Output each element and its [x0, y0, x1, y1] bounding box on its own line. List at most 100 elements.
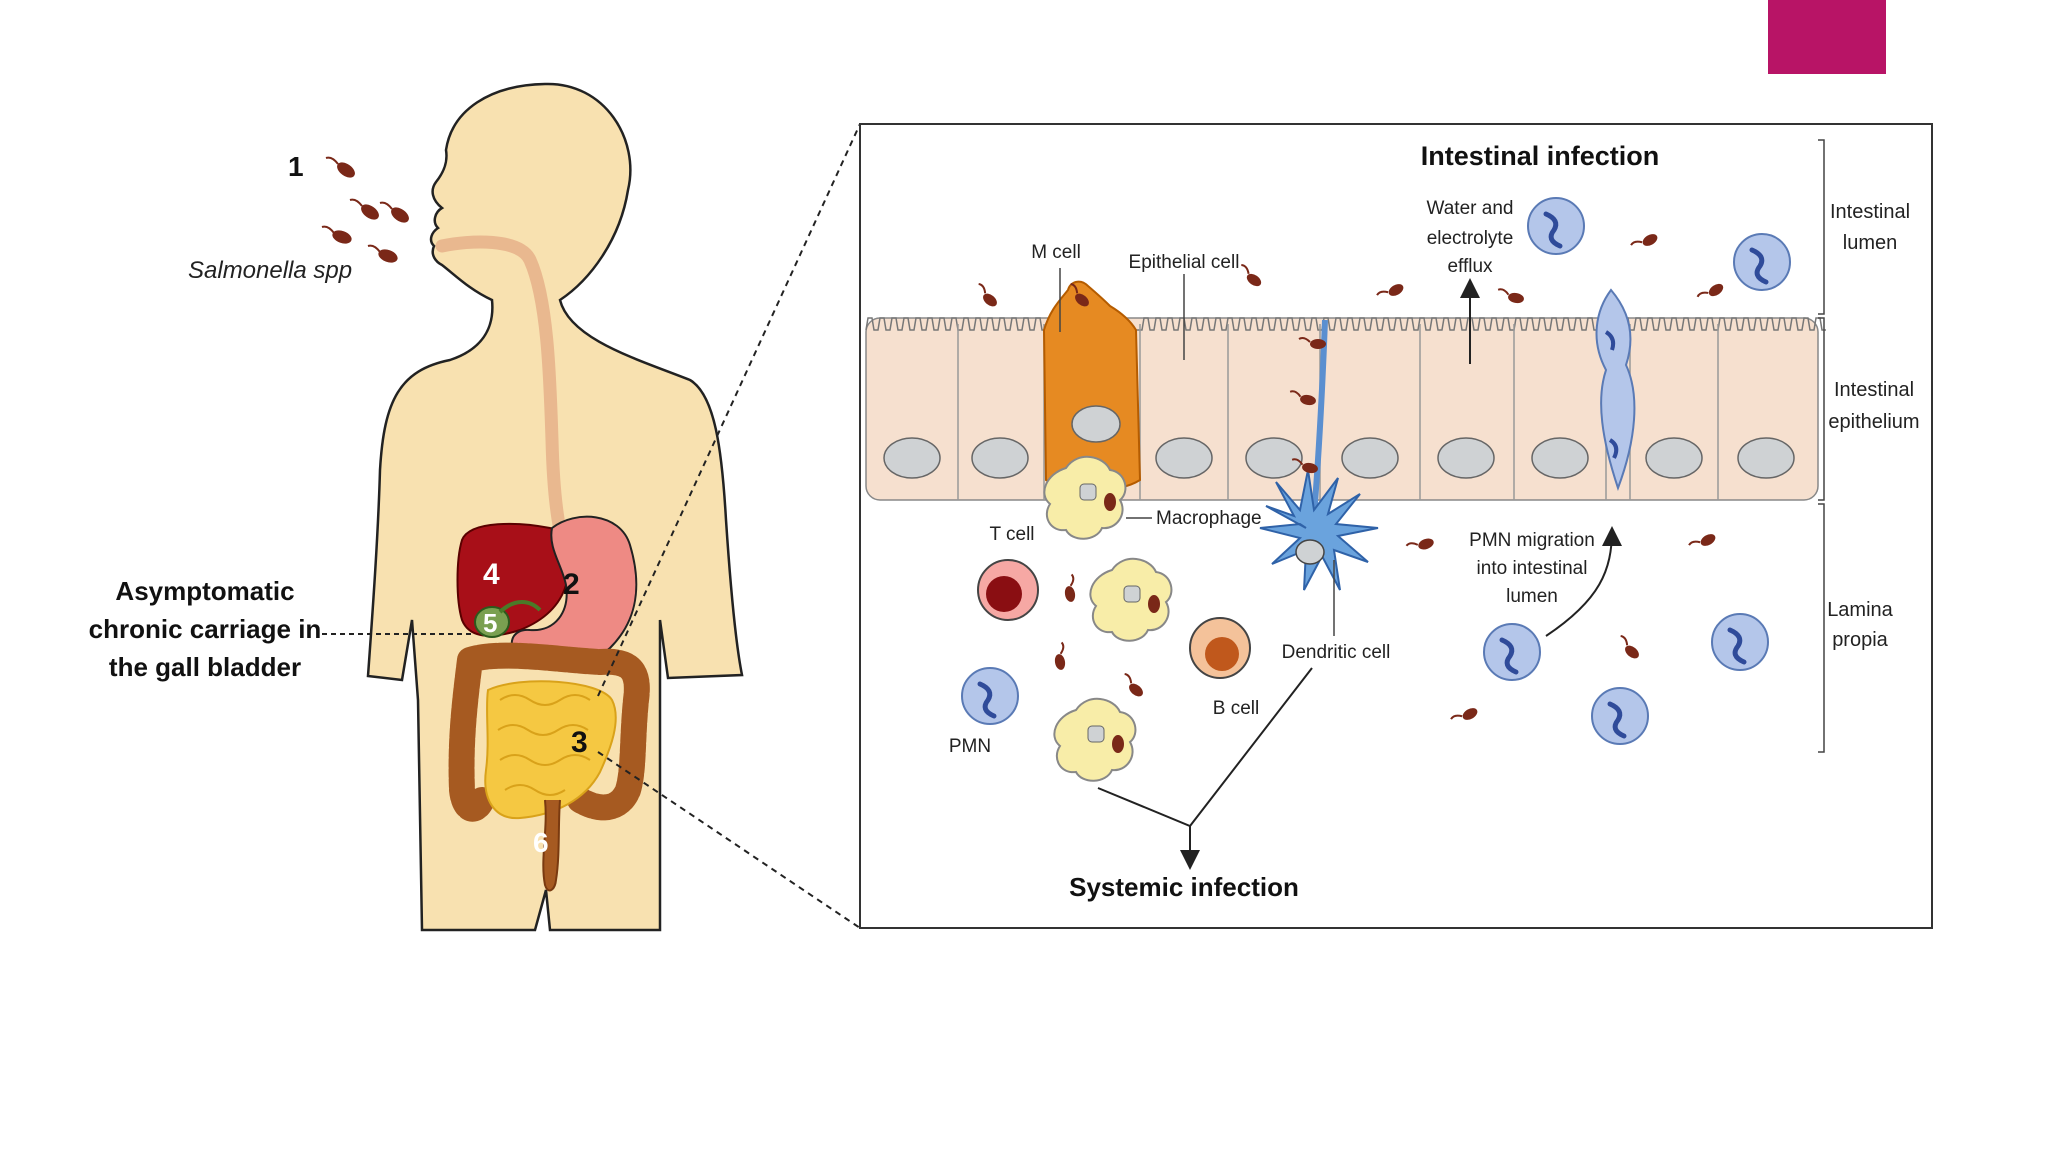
epithelial-nucleus — [883, 437, 941, 479]
epithelial-nucleus — [1531, 437, 1589, 479]
migrating-pmn — [1595, 288, 1636, 491]
salmonella-bacterium — [1450, 708, 1478, 720]
salmonella-bacterium — [379, 201, 409, 223]
layer-label-propia: Lamina — [1827, 599, 1893, 621]
bacterium-body — [1129, 683, 1143, 697]
layer-label-epithelium: epithelium — [1828, 411, 1919, 433]
salmonella-bacterium — [1070, 282, 1089, 307]
bacterium-flagellum — [978, 282, 987, 294]
organ-number-rectum: 6 — [533, 827, 549, 858]
microvilli-border — [865, 317, 1826, 331]
bacterium-flagellum — [1289, 390, 1302, 398]
zoom-line-top — [597, 123, 861, 697]
step-number-1: 1 — [288, 151, 304, 182]
salmonella-bacterium — [1054, 641, 1066, 670]
bacterium-flagellum — [1291, 458, 1304, 466]
bacterium-flagellum — [1070, 282, 1079, 294]
pmn-nucleus — [1543, 211, 1563, 249]
salmonella-bacterium — [1696, 283, 1724, 298]
salmonella-bacterium — [1289, 390, 1316, 406]
bacterium-flagellum — [1405, 542, 1419, 547]
salmonella-bacterium — [1241, 264, 1262, 287]
bacterium-body — [1064, 586, 1076, 602]
bacterium-flagellum — [1298, 337, 1311, 343]
salmonella-bacterium — [1497, 288, 1524, 304]
label-pmn: PMN — [949, 736, 991, 757]
pmn-cell — [1527, 197, 1585, 255]
bacterium-flagellum — [1124, 672, 1133, 684]
carriage-label: Asymptomatic chronic carriage in the gal… — [89, 576, 322, 682]
large-intestine — [448, 642, 650, 822]
bacterium-body — [1054, 654, 1066, 670]
panel-title: Intestinal infection — [1421, 141, 1660, 171]
salmonella-bacterium — [1064, 573, 1076, 602]
b-cell — [1189, 617, 1251, 679]
bacterium-flagellum — [1688, 540, 1701, 546]
macrophage — [1043, 456, 1127, 540]
pmn-nucleus — [977, 681, 997, 719]
epithelial-nucleus — [1155, 437, 1213, 479]
bacterium-flagellum — [1696, 291, 1709, 298]
pmn-cell — [961, 667, 1019, 725]
carriage-line: the gall bladder — [109, 652, 301, 682]
layer-label-epithelium: Intestinal — [1834, 379, 1914, 401]
label-water: Water and — [1427, 198, 1514, 219]
salmonella-bacterium — [1405, 538, 1434, 550]
label-pmn-migration: into intestinal — [1477, 558, 1588, 579]
bacterium-flagellum — [1241, 264, 1250, 274]
epithelial-nucleus — [1341, 437, 1399, 479]
salmonella-bacterium — [349, 198, 379, 220]
layer-brackets — [1818, 139, 1825, 753]
small-intestine — [484, 680, 617, 820]
t-cell — [977, 559, 1039, 621]
label-t-cell: T cell — [989, 524, 1034, 545]
bacterium-body — [1418, 538, 1434, 550]
bacterium-body — [1462, 708, 1478, 720]
epithelial-nucleus — [971, 437, 1029, 479]
label-pmn-migration: lumen — [1506, 586, 1558, 607]
epithelial-nucleus — [1737, 437, 1795, 479]
label-water: electrolyte — [1427, 228, 1514, 249]
human-figure: 1 2 3 4 5 6 Salmonella spp Asymptomatic … — [89, 82, 744, 932]
bacterium-body — [1700, 534, 1716, 546]
salmonella-bacterium — [1291, 458, 1318, 474]
organ-number-stomach: 2 — [563, 568, 580, 601]
m-cell-nucleus — [1071, 405, 1121, 443]
bacterium-body — [1642, 234, 1658, 246]
accent-block — [1768, 0, 1886, 74]
zoom-line-bottom — [597, 751, 861, 929]
label-pmn-migration: PMN migration — [1469, 530, 1595, 551]
intestine-detail-panel: Intestinal infection — [859, 123, 1933, 929]
salmonella-bacterium — [1688, 534, 1716, 546]
dendritic-cell-nucleus — [1295, 539, 1325, 565]
bacterium-body — [983, 293, 997, 307]
bacterium-flagellum — [1450, 714, 1463, 720]
pmn-cell — [1711, 613, 1769, 671]
label-water: efflux — [1447, 256, 1493, 277]
salmonella-cluster — [321, 156, 409, 263]
systemic-infection-label: Systemic infection — [1069, 872, 1299, 902]
bacterium-body — [1625, 645, 1639, 659]
salmonella-bacterium — [367, 244, 398, 263]
pmn-nucleus — [1749, 247, 1769, 285]
bacterium-body — [1246, 273, 1262, 287]
macrophage — [1089, 558, 1173, 642]
layer-label-lumen: Intestinal — [1830, 201, 1910, 223]
bacterium-flagellum — [1620, 634, 1629, 646]
dendritic-cell — [1259, 469, 1379, 591]
gall-bladder — [474, 606, 510, 638]
bacterium-flagellum — [1497, 288, 1510, 296]
label-dendritic-cell: Dendritic cell — [1282, 642, 1391, 663]
bacterium-flagellum — [1630, 240, 1643, 246]
pmn-nucleus — [1607, 701, 1627, 739]
salmonella-bacterium — [1376, 284, 1404, 296]
salmonella-bacterium — [325, 156, 355, 178]
salmonella-bacterium — [321, 225, 352, 244]
pmn-cell — [1733, 233, 1791, 291]
esophagus — [435, 235, 567, 537]
migrating-pmn-nucleus — [1604, 330, 1619, 459]
bacterium-body — [1300, 394, 1316, 406]
carriage-line: Asymptomatic — [115, 576, 294, 606]
macrophage — [1053, 698, 1137, 782]
label-macrophage: Macrophage — [1156, 508, 1262, 529]
